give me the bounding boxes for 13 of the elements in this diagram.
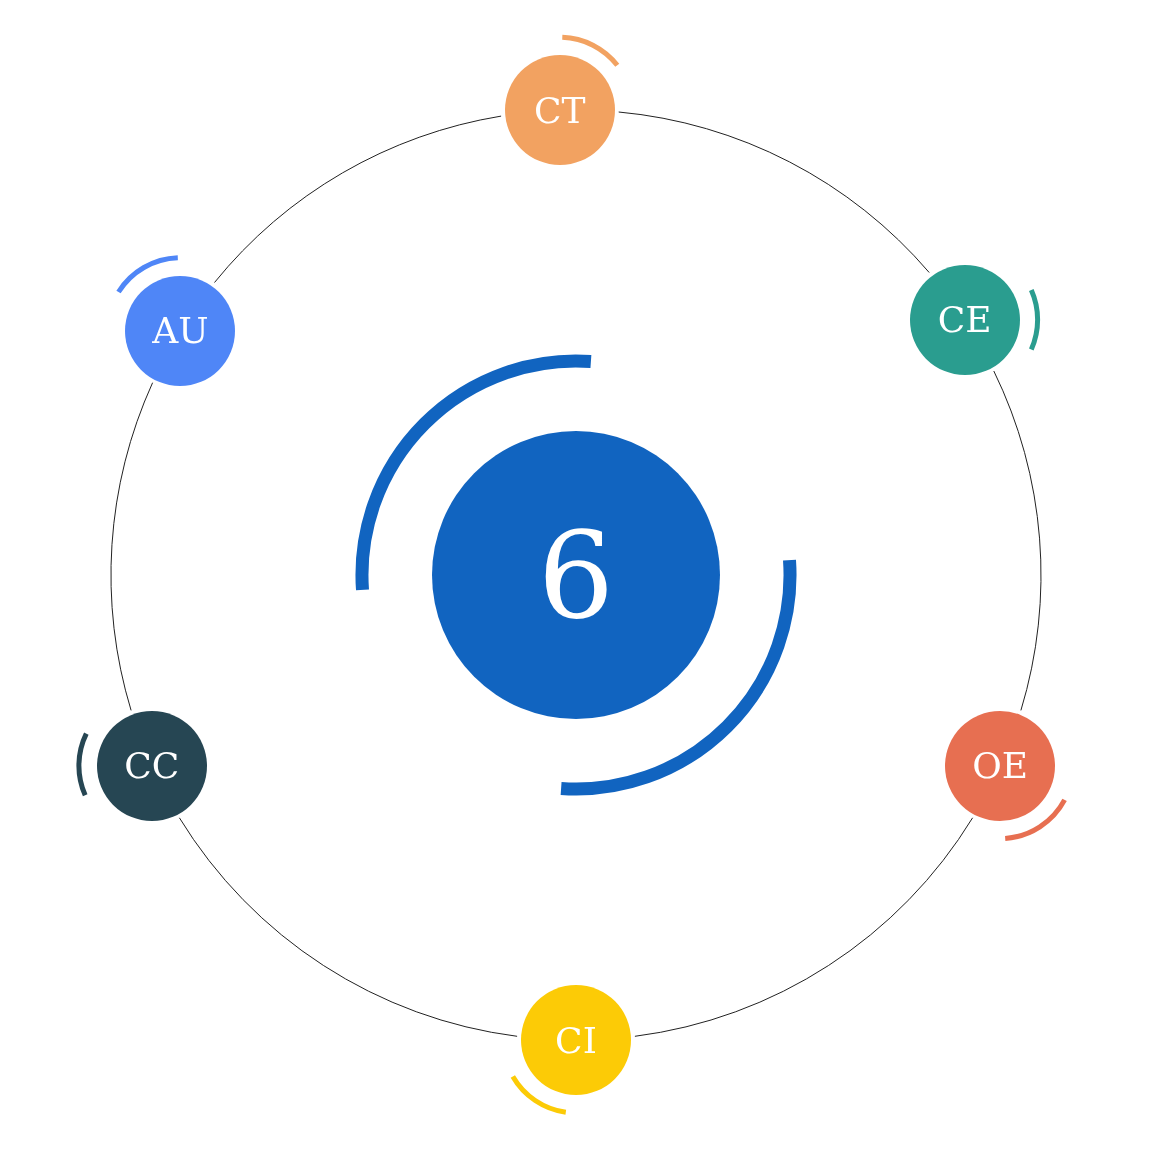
circle-node: 6 <box>432 431 720 719</box>
connector-arc <box>214 115 502 283</box>
connector-arc <box>618 111 930 273</box>
circle-node: CC <box>96 710 207 821</box>
connector-arc <box>993 370 1042 711</box>
connector-arc <box>634 817 974 1037</box>
circle-node: CT <box>504 55 615 166</box>
connector-arc <box>111 382 154 711</box>
circle-node: OE <box>945 710 1056 821</box>
circle-node: CI <box>521 985 631 1095</box>
circle-node: AU <box>125 275 236 386</box>
circle-node: CE <box>909 264 1020 375</box>
connector-arc <box>178 817 518 1037</box>
